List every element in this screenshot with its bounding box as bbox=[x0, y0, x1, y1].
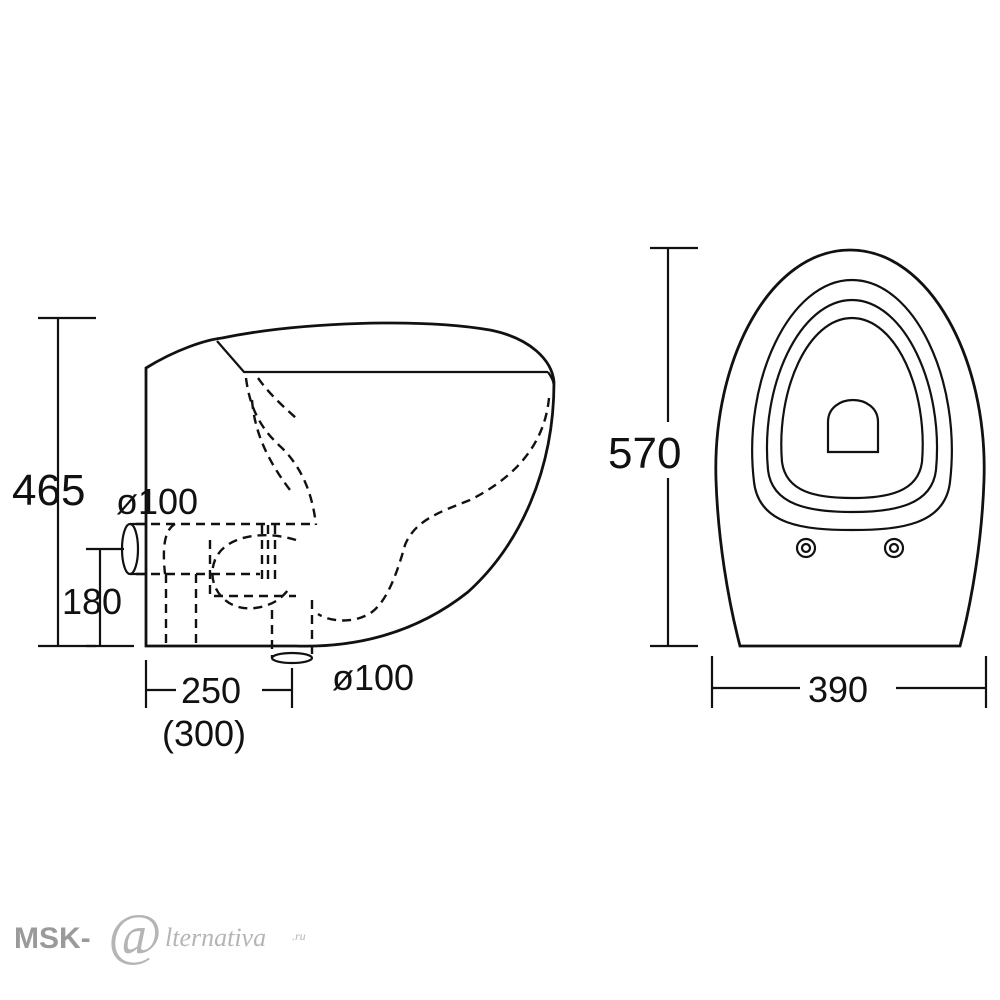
side-trap-dashed-2 bbox=[257, 377, 297, 419]
watermark-suffix: lternativa bbox=[165, 923, 266, 952]
front-seat-inner bbox=[765, 298, 939, 514]
side-inlet-pipe-dashed bbox=[136, 522, 310, 576]
front-view: 570 390 bbox=[608, 246, 988, 710]
dim-250-line bbox=[144, 660, 294, 708]
front-seat-outer bbox=[751, 278, 953, 532]
dim-465-label: 465 bbox=[12, 466, 85, 515]
side-trap-dashed-1 bbox=[244, 377, 318, 526]
watermark-logo: MSK- @ lternativa .ru bbox=[14, 902, 306, 967]
side-outlet-stub bbox=[270, 651, 314, 665]
side-inlet-stub-lines bbox=[130, 522, 146, 576]
front-mount-hole-right bbox=[883, 537, 905, 559]
watermark-at-symbol: @ bbox=[108, 902, 161, 967]
side-body-outline bbox=[144, 321, 556, 648]
front-bowl-opening bbox=[780, 316, 924, 500]
dim-570-label: 570 bbox=[608, 429, 681, 478]
dim-390-line bbox=[710, 656, 988, 708]
side-inlet-bend-dashed bbox=[211, 533, 297, 610]
dim-250-label: 250 bbox=[181, 670, 241, 711]
side-lid-line bbox=[216, 340, 548, 374]
outlet-diameter-label: ø100 bbox=[332, 657, 414, 698]
watermark-domain: .ru bbox=[292, 929, 306, 943]
watermark-prefix: MSK- bbox=[14, 922, 91, 955]
side-view: 465 180 ø100 ø100 250 (300) bbox=[12, 316, 556, 754]
dim-180-label: 180 bbox=[62, 581, 122, 622]
side-trap-dashed-3 bbox=[250, 399, 291, 491]
dim-390-label: 390 bbox=[808, 669, 868, 710]
inlet-diameter-label: ø100 bbox=[116, 481, 198, 522]
front-body-outline bbox=[714, 248, 986, 648]
dim-570-line bbox=[650, 246, 698, 648]
dim-300-label: (300) bbox=[162, 713, 246, 754]
side-inlet-pipe-dashed-2 bbox=[164, 540, 296, 646]
side-bowl-dashed-front bbox=[317, 397, 551, 622]
front-mount-hole-left bbox=[795, 537, 817, 559]
side-inlet-stub bbox=[120, 522, 140, 576]
front-drain-arch bbox=[826, 398, 880, 454]
front-mount-hole-right-inner bbox=[888, 542, 900, 554]
side-lid-edge bbox=[547, 371, 556, 389]
side-outlet-pipe-dashed bbox=[260, 525, 314, 658]
dim-180-line bbox=[86, 547, 134, 648]
front-mount-hole-left-inner bbox=[800, 542, 812, 554]
